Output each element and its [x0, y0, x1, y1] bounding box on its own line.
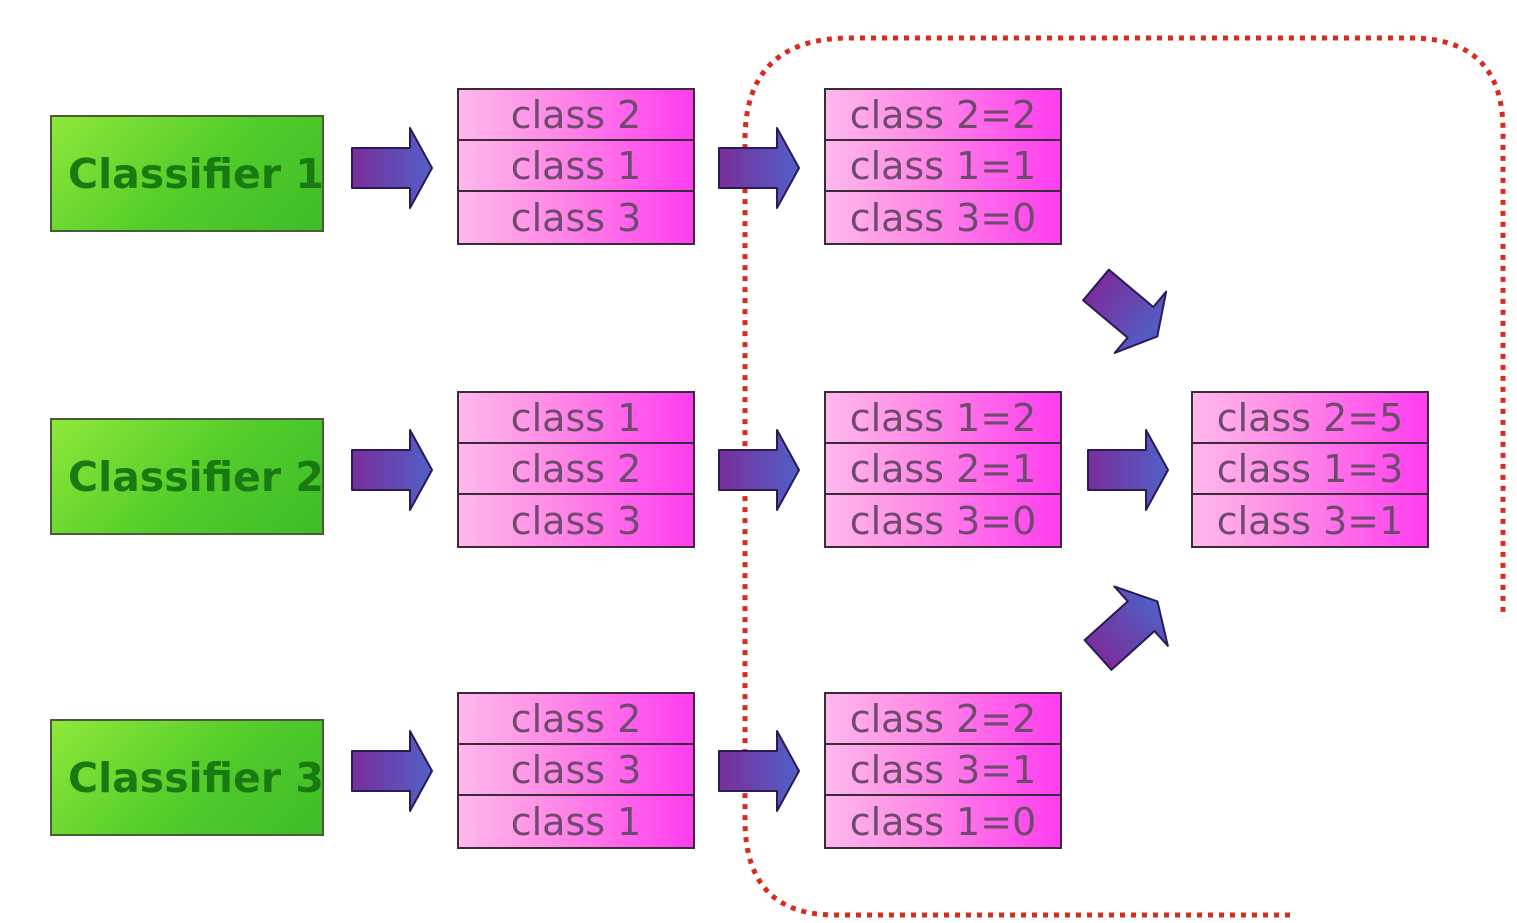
score-3-item-2: class 3=1: [826, 745, 1060, 796]
score-3-item-3: class 1=0: [826, 796, 1060, 847]
ranking-3-item-3: class 1: [459, 796, 693, 847]
ranking-list-2: class 1 class 2 class 3: [457, 391, 695, 548]
result-list: class 2=5 class 1=3 class 3=1: [1191, 391, 1429, 548]
arrow-right-icon: [718, 730, 800, 812]
ranking-1-item-1: class 2: [459, 90, 693, 141]
classifier-1-label: Classifier 1: [68, 149, 324, 198]
ranking-list-3: class 2 class 3 class 1: [457, 692, 695, 849]
score-1-item-3: class 3=0: [826, 192, 1060, 243]
arrow-right-icon: [1087, 429, 1169, 511]
ranking-2-item-1: class 1: [459, 393, 693, 444]
result-item-2: class 1=3: [1193, 444, 1427, 495]
score-1-item-2: class 1=1: [826, 141, 1060, 192]
score-list-3: class 2=2 class 3=1 class 1=0: [824, 692, 1062, 849]
arrow-right-icon: [351, 429, 433, 511]
ranking-1-item-3: class 3: [459, 192, 693, 243]
score-list-2: class 1=2 class 2=1 class 3=0: [824, 391, 1062, 548]
arrow-right-icon: [718, 127, 800, 209]
ranking-3-item-2: class 3: [459, 745, 693, 796]
classifier-2-box: Classifier 2: [50, 418, 324, 535]
arrow-right-icon: [718, 429, 800, 511]
result-item-1: class 2=5: [1193, 393, 1427, 444]
classifier-2-label: Classifier 2: [68, 452, 324, 501]
score-list-1: class 2=2 class 1=1 class 3=0: [824, 88, 1062, 245]
arrow-right-icon: [351, 127, 433, 209]
result-item-3: class 3=1: [1193, 495, 1427, 546]
ranking-2-item-3: class 3: [459, 495, 693, 546]
classifier-3-box: Classifier 3: [50, 719, 324, 836]
score-2-item-3: class 3=0: [826, 495, 1060, 546]
score-1-item-1: class 2=2: [826, 90, 1060, 141]
ranking-1-item-2: class 1: [459, 141, 693, 192]
arrow-down-right-icon: [1069, 253, 1184, 369]
ranking-3-item-1: class 2: [459, 694, 693, 745]
arrow-up-right-icon: [1070, 570, 1186, 686]
classifier-1-box: Classifier 1: [50, 115, 324, 232]
arrow-right-icon: [351, 730, 433, 812]
ranking-list-1: class 2 class 1 class 3: [457, 88, 695, 245]
score-2-item-2: class 2=1: [826, 444, 1060, 495]
ranking-2-item-2: class 2: [459, 444, 693, 495]
classifier-3-label: Classifier 3: [68, 753, 324, 802]
score-3-item-1: class 2=2: [826, 694, 1060, 745]
score-2-item-1: class 1=2: [826, 393, 1060, 444]
